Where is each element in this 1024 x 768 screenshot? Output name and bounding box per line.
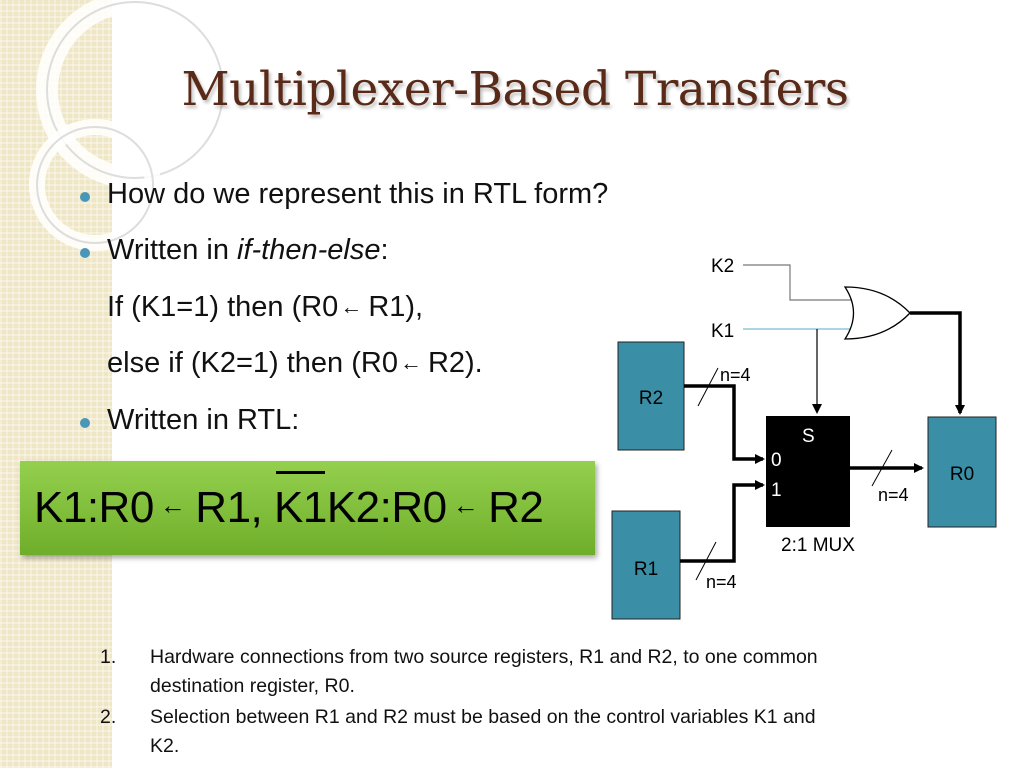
if-line-part: R1),	[368, 291, 424, 323]
else-if-line-part: R2).	[427, 347, 483, 379]
rtl-expression: K1:R0←R1, K1K2:R0←R2	[34, 483, 544, 533]
note-number: 1.	[100, 646, 117, 668]
note-1-line-1: Hardware connections from two source reg…	[150, 646, 818, 668]
if-line-part: If (K1=1) then (R0	[107, 291, 339, 323]
n-right-label: n=4	[878, 485, 909, 505]
else-if-line-part: else if (K2=1) then (R0	[107, 347, 398, 379]
r0-label: R0	[950, 464, 974, 485]
bullet-written-in-rtl: Written in RTL:	[107, 404, 300, 436]
or-gate-icon	[843, 286, 911, 340]
bullet-text: Written in	[107, 234, 238, 266]
bullet-dot	[80, 248, 90, 258]
register-r1	[611, 510, 681, 620]
k2-label: K2	[711, 256, 734, 277]
bullet-dot	[80, 192, 90, 202]
k1-label: K1	[711, 321, 734, 342]
left-arrow-icon: ←	[159, 490, 186, 520]
bullet-rtl-question: How do we represent this in RTL form?	[107, 178, 609, 210]
bullet-dot	[80, 418, 90, 428]
else-if-line: else if (K2=1) then (R0←R2).	[107, 347, 483, 380]
bus-width-slash	[695, 541, 717, 581]
register-r2	[617, 341, 685, 451]
rtl-part: R1,	[195, 483, 274, 532]
n-top-label: n=4	[720, 365, 751, 385]
r1-label: R1	[634, 559, 658, 580]
note-2-line-2: K2.	[150, 735, 180, 757]
left-arrow-icon: ←	[452, 490, 479, 520]
bullet-italic-text: if-then-else	[237, 234, 381, 266]
k1-complement: K1	[274, 483, 327, 532]
bus-width-slash	[871, 449, 893, 487]
bus-width-slash	[697, 367, 719, 407]
left-arrow-icon: ←	[399, 350, 422, 375]
rtl-part: R2	[488, 483, 544, 532]
rtl-expression-box: K1:R0←R1, K1K2:R0←R2	[20, 461, 595, 555]
note-number: 2.	[100, 706, 117, 728]
bullet-if-then-else: Written in if-then-else:	[107, 234, 389, 267]
mux-input-1-label: 1	[771, 480, 782, 501]
mux-block	[766, 416, 850, 527]
left-arrow-icon: ←	[340, 294, 363, 319]
r2-bus	[684, 384, 765, 464]
note-2-line-1: Selection between R1 and R2 must be base…	[150, 706, 816, 728]
bullet-text: :	[380, 234, 389, 266]
mux-caption: 2:1 MUX	[781, 535, 855, 556]
k2-wire	[743, 264, 852, 301]
note-1-line-2: destination register, R0.	[150, 675, 355, 697]
r2-label: R2	[639, 388, 663, 409]
mux-input-0-label: 0	[771, 450, 782, 471]
mux-transfer-diagram: K2 K1 R2 n=4 R1 n=4 S 0 1 2:1 MUX n=4 R	[611, 256, 997, 620]
if-line: If (K1=1) then (R0←R1),	[107, 291, 423, 324]
decorative-circles	[29, 0, 234, 251]
rtl-part: K1:R0	[34, 483, 154, 532]
rtl-part: K2:R0	[326, 483, 447, 532]
register-r0	[927, 416, 997, 528]
slide-title: Multiplexer-Based Transfers	[181, 62, 850, 117]
or-output-wire	[910, 311, 965, 415]
n-bottom-label: n=4	[706, 572, 737, 592]
mux-select-label: S	[802, 426, 815, 447]
r1-bus	[680, 480, 765, 563]
